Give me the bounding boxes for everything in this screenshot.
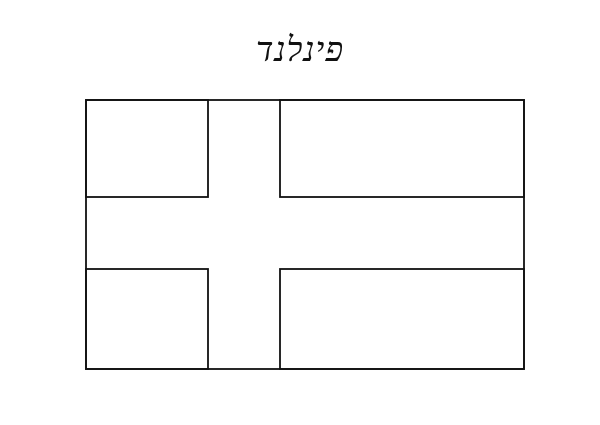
flag-top-left-field bbox=[85, 99, 209, 198]
flag-bottom-left-field bbox=[85, 268, 209, 370]
flag-top-right-field bbox=[279, 99, 525, 198]
flag-bottom-right-field bbox=[279, 268, 525, 370]
flag-cross bbox=[86, 100, 524, 369]
page-title: פינלנד bbox=[255, 30, 345, 70]
flag-border bbox=[85, 99, 525, 370]
